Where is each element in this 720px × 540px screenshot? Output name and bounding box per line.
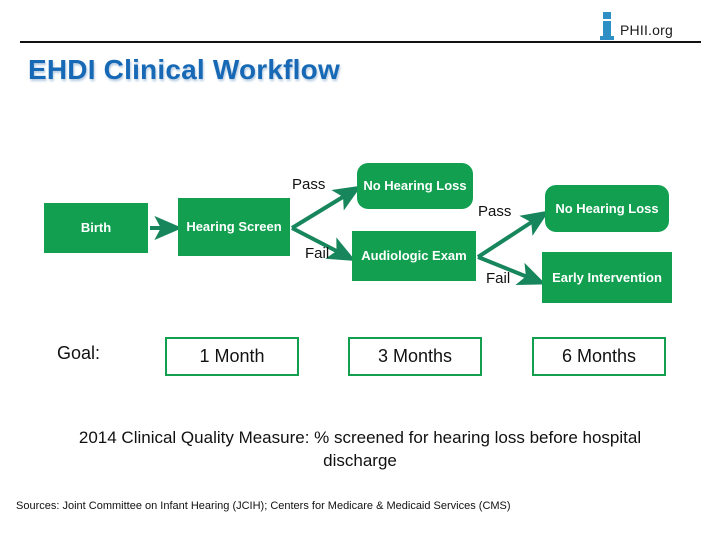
goal-label: Goal:: [57, 343, 101, 363]
edge-label-exam-pass: Pass: [478, 203, 512, 220]
info-i-icon: [600, 12, 614, 40]
edge-label-screen-fail: Fail: [305, 245, 330, 262]
flow-node-early-intervention[interactable]: Early Intervention: [542, 252, 672, 303]
edge-label-screen-pass: Pass: [292, 176, 326, 193]
flow-node-no-hearing-loss-screen[interactable]: No Hearing Loss: [357, 163, 473, 209]
logo-text: PHII.org: [620, 22, 673, 38]
page-title: EHDI Clinical Workflow: [28, 54, 340, 85]
flow-node-audiologic-exam[interactable]: Audiologic Exam: [352, 231, 476, 281]
quality-measure-text: 2014 Clinical Quality Measure: % screene…: [78, 428, 642, 470]
sources-text: Sources: Joint Committee on Infant Heari…: [16, 500, 511, 512]
goal-milestone-1-month: 1 Month: [165, 337, 299, 376]
flow-node-birth[interactable]: Birth: [44, 203, 148, 253]
edge-label-exam-fail: Fail: [486, 270, 511, 287]
header-divider: [20, 41, 701, 43]
flow-node-no-hearing-loss-exam[interactable]: No Hearing Loss: [545, 185, 669, 232]
goal-milestone-6-months: 6 Months: [532, 337, 666, 376]
goal-milestone-3-months: 3 Months: [348, 337, 482, 376]
flow-node-hearing-screen[interactable]: Hearing Screen: [178, 198, 290, 256]
phii-logo: PHII.org: [600, 12, 673, 40]
